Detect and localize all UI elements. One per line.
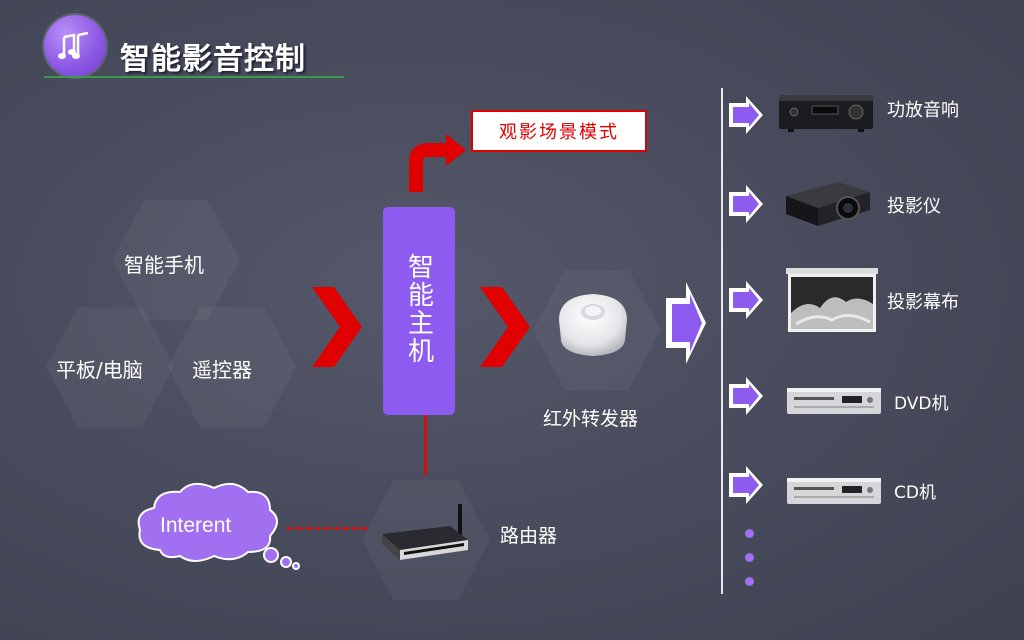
page-title: 智能影音控制 bbox=[120, 42, 306, 77]
arrow-right-icon bbox=[729, 377, 763, 415]
smart-host-box: 智能主机 bbox=[383, 207, 455, 415]
internet-label: Interent bbox=[160, 514, 232, 537]
device-label: DVD机 bbox=[894, 394, 949, 414]
host-router-line bbox=[424, 415, 427, 475]
ir-transmitter-label: 红外转发器 bbox=[543, 408, 639, 430]
device-label: 功放音响 bbox=[887, 100, 959, 121]
ir-transmitter-icon bbox=[559, 294, 627, 356]
router-label: 路由器 bbox=[500, 525, 558, 547]
arrow-right-icon bbox=[729, 96, 763, 134]
amplifier-icon bbox=[779, 95, 873, 132]
device-label: 投影仪 bbox=[887, 196, 941, 217]
title-underline bbox=[44, 76, 344, 78]
device-label: 投影幕布 bbox=[887, 292, 959, 313]
chevron-right-icon bbox=[480, 287, 530, 367]
input-phone: 智能手机 bbox=[124, 253, 204, 277]
music-notes-icon bbox=[44, 15, 106, 77]
device-label: CD机 bbox=[894, 483, 936, 503]
input-tablet: 平板/电脑 bbox=[56, 358, 143, 382]
arrow-right-icon bbox=[666, 282, 706, 364]
more-dot bbox=[745, 529, 754, 538]
device-divider bbox=[721, 88, 723, 594]
arrow-right-icon bbox=[729, 185, 763, 223]
smart-host-label: 智能主机 bbox=[403, 253, 434, 365]
scene-mode-label: 观影场景模式 bbox=[499, 122, 619, 143]
arrow-right-icon bbox=[729, 466, 763, 504]
internet-cloud-icon bbox=[137, 482, 300, 570]
projection-screen-icon bbox=[786, 268, 878, 332]
scene-mode-box: 观影场景模式 bbox=[471, 110, 647, 152]
dvd-player-icon bbox=[787, 388, 881, 414]
router-icon bbox=[382, 504, 468, 560]
chevron-right-icon bbox=[312, 287, 362, 367]
projector-icon bbox=[786, 182, 870, 226]
internet-router-line bbox=[287, 527, 367, 530]
input-remote: 遥控器 bbox=[192, 358, 252, 382]
more-dot bbox=[745, 553, 754, 562]
more-dot bbox=[745, 577, 754, 586]
curved-arrow-icon bbox=[409, 134, 466, 192]
cd-player-icon bbox=[787, 478, 881, 504]
arrow-right-icon bbox=[729, 281, 763, 319]
